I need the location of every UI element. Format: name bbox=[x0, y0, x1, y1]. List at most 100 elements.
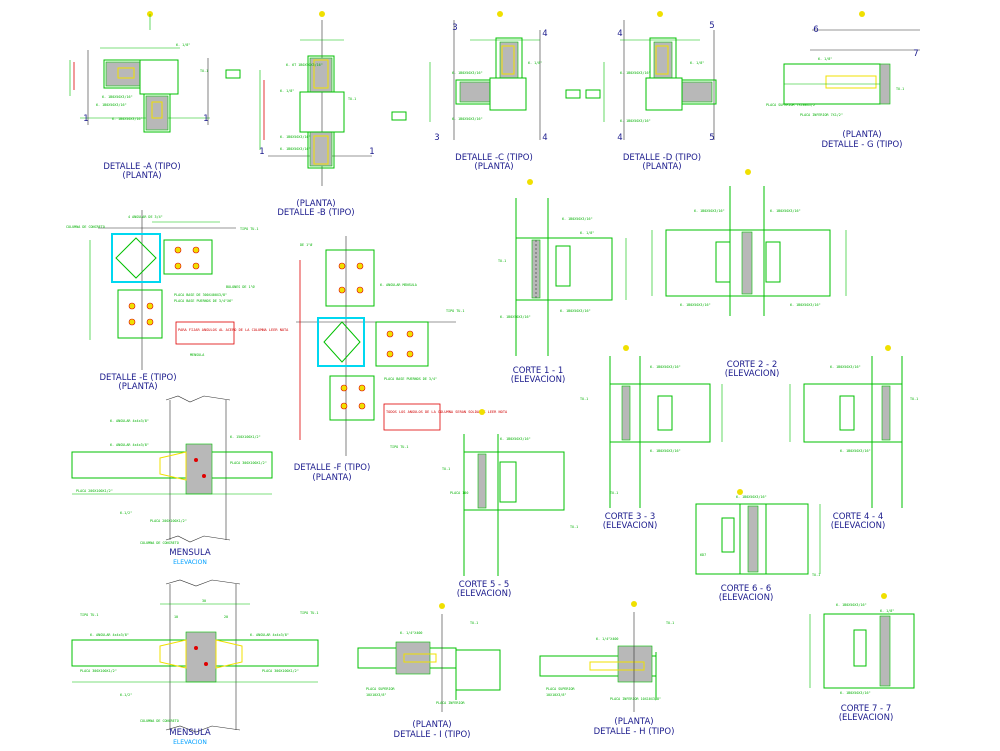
corte-6-6-title: CORTE 6 - 6 bbox=[721, 584, 771, 594]
svg-text:TU-1: TU-1 bbox=[896, 87, 904, 91]
svg-text:6. 1/4"X400: 6. 1/4"X400 bbox=[400, 631, 422, 635]
detalle-a-marker-1b: 1 bbox=[203, 114, 208, 124]
mensula-2-subtitle: ELEVACION bbox=[173, 739, 207, 746]
detalle-g-plan: 6. 1/8" PLACA SUPERIOR 7X100X1/2" PLACA … bbox=[766, 11, 920, 117]
detalle-d-marker-5b: 5 bbox=[709, 133, 714, 143]
detalle-d-title: DETALLE -D (TIPO) bbox=[623, 153, 701, 163]
corte-1-1-section: 6. 1B0X50X3/16" 6. 1/8" 6. 1B0X50X3/16" … bbox=[498, 179, 627, 356]
detalle-c-marker-3b: 3 bbox=[434, 133, 439, 143]
corte-3-3-section: 6. 1B0X50X3/16" TU-1 6. 1B0X50X3/16" TU-… bbox=[580, 345, 723, 508]
corte-3-3-title: CORTE 3 - 3 bbox=[605, 512, 655, 522]
svg-text:TU-1: TU-1 bbox=[580, 397, 588, 401]
svg-text:6. 1B0X50X3/16": 6. 1B0X50X3/16" bbox=[452, 117, 483, 121]
svg-text:6. 1B0X50X3/16": 6. 1B0X50X3/16" bbox=[112, 117, 143, 121]
detalle-e-placa-base: PLACA BASE DE 300X400X3/8" bbox=[174, 293, 227, 297]
svg-text:TU-1: TU-1 bbox=[200, 69, 208, 73]
svg-text:6-1/2": 6-1/2" bbox=[120, 511, 132, 515]
corte-5-5-subtitle: (ELEVACION) bbox=[457, 589, 512, 599]
svg-text:6. 1B0X50X3/16": 6. 1B0X50X3/16" bbox=[102, 95, 133, 99]
svg-text:TU-1: TU-1 bbox=[348, 97, 356, 101]
svg-text:PLACA BASE PUERNOS DE 3/4": PLACA BASE PUERNOS DE 3/4" bbox=[384, 377, 437, 381]
svg-text:PLACA 300X100X1/2": PLACA 300X100X1/2" bbox=[80, 669, 117, 673]
svg-text:6. 1B0X50X3/16": 6. 1B0X50X3/16" bbox=[790, 303, 821, 307]
svg-text:6. 6T 1B0X50X3/16": 6. 6T 1B0X50X3/16" bbox=[286, 63, 323, 67]
corte-7-7-subtitle: (ELEVACION) bbox=[839, 713, 894, 723]
svg-text:10X10X3/8": 10X10X3/8" bbox=[366, 693, 386, 697]
svg-text:6. 1/8": 6. 1/8" bbox=[176, 43, 190, 47]
corte-2-2-title: CORTE 2 - 2 bbox=[727, 360, 777, 370]
svg-text:6. 1/8": 6. 1/8" bbox=[580, 231, 594, 235]
detalle-d-marker-4a: 4 bbox=[617, 29, 622, 39]
svg-text:6. 150X100X1/2": 6. 150X100X1/2" bbox=[230, 435, 261, 439]
corte-6-6-subtitle: (ELEVACION) bbox=[719, 593, 774, 603]
svg-text:PLACA INFERIOR 10X10X3/8": PLACA INFERIOR 10X10X3/8" bbox=[610, 697, 661, 701]
detalle-a-subtitle: (PLANTA) bbox=[122, 171, 161, 181]
svg-text:6. 1B0X50X3/16": 6. 1B0X50X3/16" bbox=[840, 691, 871, 695]
svg-text:6-1/2": 6-1/2" bbox=[120, 693, 132, 697]
svg-text:6. 1B0X50X3/16": 6. 1B0X50X3/16" bbox=[280, 147, 311, 151]
svg-text:TU-1: TU-1 bbox=[570, 525, 578, 529]
svg-text:6. 1B0X50X3/16": 6. 1B0X50X3/16" bbox=[650, 365, 681, 369]
svg-text:COLUMNA DE CONCRETO: COLUMNA DE CONCRETO bbox=[140, 541, 179, 545]
svg-text:6. 1B0X50X3/16": 6. 1B0X50X3/16" bbox=[500, 437, 531, 441]
corte-2-2-section: 6. 1B0X50X3/16" 6. 1B0X50X3/16" 6. 1B0X5… bbox=[651, 169, 847, 316]
detalle-h-title: DETALLE - H (TIPO) bbox=[594, 727, 675, 737]
detalle-i-plan: 6. 1/4"X400 TU-1 PLACA SUPERIOR 10X10X3/… bbox=[357, 603, 501, 712]
svg-text:6. ANGULAR 4x4x3/8": 6. ANGULAR 4x4x3/8" bbox=[110, 419, 149, 423]
svg-text:6. 1/8": 6. 1/8" bbox=[818, 57, 832, 61]
corte-4-4-section: 6. 1B0X50X3/16" TU-1 6. 1B0X50X3/16" bbox=[789, 345, 918, 508]
svg-text:6. 1B0X50X3/16": 6. 1B0X50X3/16" bbox=[836, 603, 867, 607]
svg-text:PLACA SUPERIOR: PLACA SUPERIOR bbox=[546, 687, 576, 691]
svg-text:6. ANGULAR 4x4x3/8": 6. ANGULAR 4x4x3/8" bbox=[250, 633, 289, 637]
svg-text:DE 1"Ø: DE 1"Ø bbox=[300, 242, 312, 247]
detalle-e-note-box: PARA FIJAR ANGULOS AL ACERO DE LA COLUMN… bbox=[178, 328, 289, 332]
svg-text:PLACA INFERIOR 7X1/2": PLACA INFERIOR 7X1/2" bbox=[800, 113, 843, 117]
detalle-g-marker-7: 7 bbox=[913, 49, 918, 59]
detalle-c-marker-4a: 4 bbox=[542, 29, 547, 39]
svg-text:6. 1B0X50X3/16": 6. 1B0X50X3/16" bbox=[96, 103, 127, 107]
svg-text:TU-1: TU-1 bbox=[610, 491, 618, 495]
svg-text:PLACA SUPERIOR 7X100X1/2": PLACA SUPERIOR 7X100X1/2" bbox=[766, 103, 817, 107]
detalle-e-mensula: MENSULA bbox=[190, 353, 204, 357]
detalle-g-marker-6: 6 bbox=[813, 25, 818, 35]
corte-5-5-section: 6. 1B0X50X3/16" TU-1 PLACA 100 TU-1 bbox=[442, 409, 578, 576]
svg-text:6. 1/4"X400: 6. 1/4"X400 bbox=[596, 637, 618, 641]
corte-7-7-title: CORTE 7 - 7 bbox=[841, 704, 891, 714]
mensula-2-dim-10: 10 bbox=[174, 615, 178, 619]
svg-text:COLUMNA DE CONCRETO: COLUMNA DE CONCRETO bbox=[140, 719, 179, 723]
svg-text:6. 1B0X50X3/16": 6. 1B0X50X3/16" bbox=[452, 71, 483, 75]
detalle-h-subtitle: (PLANTA) bbox=[614, 717, 653, 727]
svg-text:6. 1B0X50X3/16": 6. 1B0X50X3/16" bbox=[562, 217, 593, 221]
svg-text:6. 1B0X50X3/16": 6. 1B0X50X3/16" bbox=[770, 209, 801, 213]
detalle-e-title: DETALLE -E (TIPO) bbox=[99, 373, 176, 383]
detalle-e-columna: COLUMNA DE CONCRETO bbox=[66, 225, 105, 229]
detalle-a-marker-1a: 1 bbox=[83, 114, 88, 124]
svg-text:TU-1: TU-1 bbox=[442, 467, 450, 471]
svg-text:6. ANGULAR MENSULA: 6. ANGULAR MENSULA bbox=[380, 283, 417, 287]
detalle-i-title: DETALLE - I (TIPO) bbox=[394, 730, 471, 740]
svg-text:TU-1: TU-1 bbox=[470, 621, 478, 625]
detalle-d-marker-4b: 4 bbox=[617, 133, 622, 143]
corte-7-7-section: 6. 1B0X50X3/16" 6. 1/8" 6. 1B0X50X3/16" bbox=[809, 593, 915, 695]
svg-text:10X10X3/8": 10X10X3/8" bbox=[546, 693, 566, 697]
svg-text:6. ANGULAR 4x4x3/8": 6. ANGULAR 4x4x3/8" bbox=[90, 633, 129, 637]
detalle-a-plan: 6. 1B0X50X3/16" 6. 1B0X50X3/16" 6. 1B0X5… bbox=[69, 11, 241, 133]
detalle-b-marker-1b: 1 bbox=[369, 147, 374, 157]
detalle-f-title: DETALLE -F (TIPO) bbox=[294, 463, 371, 473]
svg-text:TU-1: TU-1 bbox=[910, 397, 918, 401]
svg-text:6. 1B0X50X3/16": 6. 1B0X50X3/16" bbox=[650, 449, 681, 453]
mensula-1-elevation: 6. ANGULAR 4x4x3/8" 6. ANGULAR 4x4x3/8" … bbox=[71, 395, 273, 545]
detalle-h-plan: 6. 1/4"X400 TU-1 PLACA SUPERIOR 10X10X3/… bbox=[539, 601, 674, 712]
corte-4-4-subtitle: (ELEVACION) bbox=[831, 521, 886, 531]
detalle-f-subtitle: (PLANTA) bbox=[312, 473, 351, 483]
corte-3-3-subtitle: (ELEVACION) bbox=[603, 521, 658, 531]
detalle-g-title: DETALLE - G (TIPO) bbox=[821, 140, 902, 150]
corte-6-6-section: 6. 1B0X50X3/16" 6D7 TU-1 bbox=[695, 489, 821, 577]
svg-text:6. 1/8": 6. 1/8" bbox=[528, 61, 542, 65]
detalle-a-title: DETALLE -A (TIPO) bbox=[103, 162, 180, 172]
svg-text:TIPO TU-1: TIPO TU-1 bbox=[300, 611, 318, 615]
svg-text:6. 1/8": 6. 1/8" bbox=[690, 61, 704, 65]
mensula-2-title: MENSULA bbox=[169, 728, 211, 738]
detalle-d-plan: 6. 1B0X50X3/16" 6. 1B0X50X3/16" 6. 1/8" bbox=[585, 11, 717, 140]
